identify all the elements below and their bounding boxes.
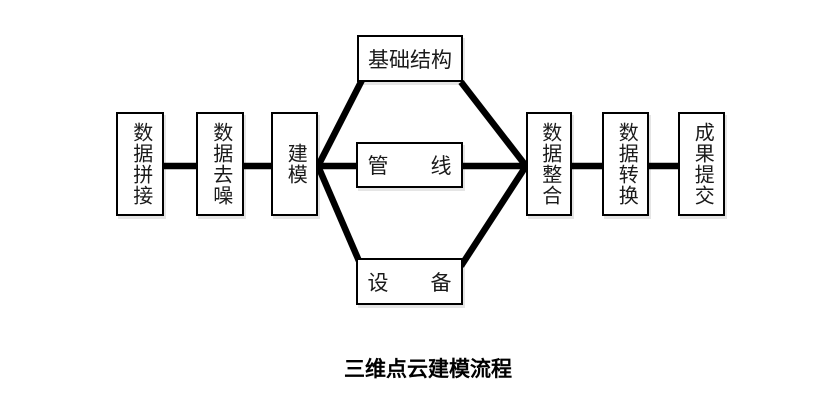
flowchart-node-data-integration: 数据整合 (526, 112, 572, 216)
node-label-data-integration: 数据整合 (538, 122, 561, 206)
node-label-base-structure: 基础结构 (368, 47, 452, 72)
flowchart-node-equipment: 设 备 (356, 258, 463, 305)
node-label-modeling: 建模 (284, 143, 307, 185)
flowchart-node-data-conversion: 数据转换 (602, 112, 649, 216)
flowchart-node-data-stitching: 数据拼接 (116, 112, 164, 216)
node-label-pipeline: 管 线 (367, 154, 452, 178)
connector-base-structure-integration (458, 80, 529, 168)
node-label-data-denoising: 数据去噪 (209, 122, 232, 206)
node-label-data-conversion: 数据转换 (615, 122, 638, 206)
connector-equipment-integration (458, 164, 529, 268)
flowchart-node-data-denoising: 数据去噪 (196, 112, 244, 216)
flowchart-node-base-structure: 基础结构 (357, 35, 463, 82)
node-label-data-stitching: 数据拼接 (129, 122, 152, 206)
connector-modeling-equipment (315, 164, 365, 270)
flowchart-caption: 三维点云建模流程 (344, 357, 512, 381)
node-label-result-submission: 成果提交 (691, 122, 714, 206)
flowchart-node-modeling: 建模 (271, 112, 318, 216)
connector-modeling-base-structure (315, 78, 365, 168)
flowchart-node-pipeline: 管 线 (356, 142, 463, 188)
flowchart-node-result-submission: 成果提交 (678, 112, 725, 216)
node-label-equipment: 设 备 (367, 270, 452, 295)
